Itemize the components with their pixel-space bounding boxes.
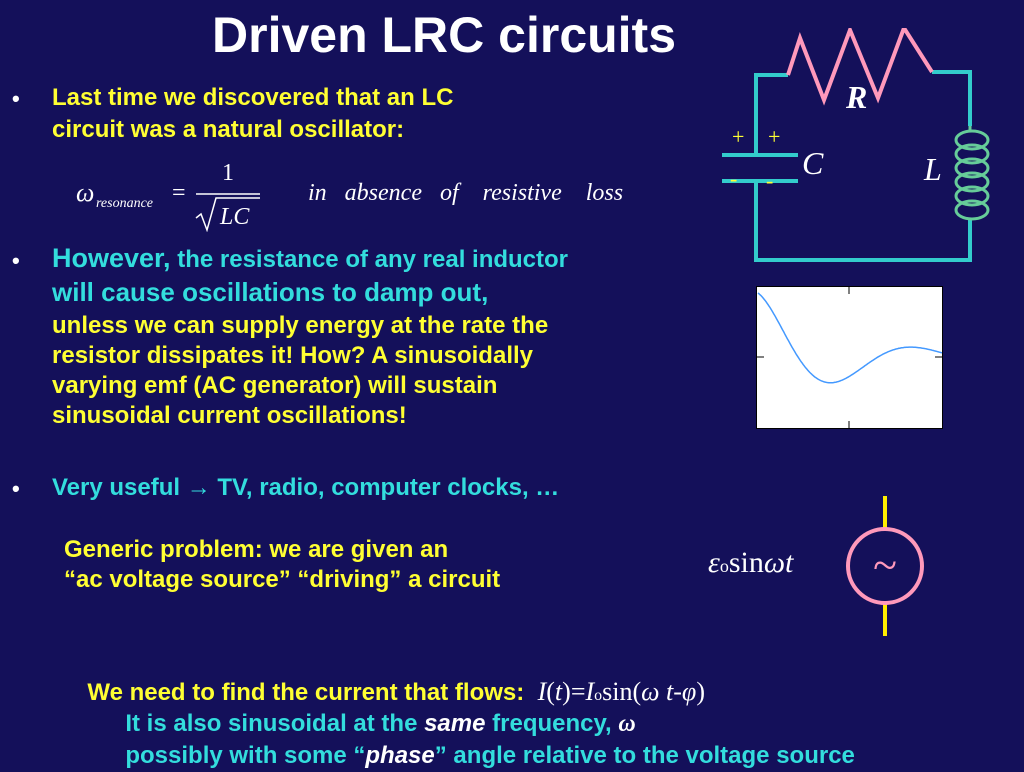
omega-t-omega: ω	[763, 546, 786, 579]
ac-source-icon: ~	[846, 496, 924, 636]
damped-oscillation-plot	[756, 286, 943, 429]
plus-sign-right: +	[768, 124, 780, 149]
current-lead-text: We need to find the current that flows:	[87, 679, 538, 706]
current-line-3: possibly with some “phase” angle relativ…	[125, 742, 855, 769]
bullet-1-line-2: circuit was a natural oscillator:	[52, 116, 405, 143]
omega-t-t: t	[785, 546, 794, 579]
same-word: same	[424, 710, 486, 737]
bullet-2-line-1: However, the resistance of any real indu…	[52, 242, 568, 276]
wire-bottom	[754, 181, 972, 262]
zigzag-resistor-icon	[786, 28, 934, 106]
source-circle	[846, 527, 924, 605]
resistor-label: R	[845, 79, 867, 115]
bullet-2-line-2: will cause oscillations to damp out,	[52, 277, 489, 307]
slide-title: Driven LRC circuits	[212, 7, 677, 63]
current-equation: I(t)=Iosin(ω t-φ)	[537, 677, 705, 706]
epsilon-symbol: ε	[708, 546, 720, 579]
plot-frame	[756, 286, 943, 429]
wire-right-top	[932, 70, 972, 126]
formula-condition: in absence of resistive loss	[308, 180, 624, 206]
fraction-radical	[195, 193, 260, 232]
bullet-2-line-1-rest: the resistance of any real inductor	[170, 246, 569, 273]
epsilon-subscript: o	[719, 556, 729, 576]
omega-subscript: resonance	[96, 196, 154, 211]
omega-symbol: ω	[76, 178, 95, 207]
minus-sign-left: -	[730, 166, 737, 191]
bullet-marker: •	[12, 86, 20, 111]
generic-problem-line-1: Generic problem: we are given an	[64, 536, 449, 563]
plot-ticks	[757, 287, 942, 428]
coil-inductor-icon	[954, 126, 990, 221]
bullet-2-line-4: resistor dissipates it! How? A sinusoida…	[52, 342, 533, 369]
phase-word: phase	[365, 742, 435, 769]
inductor-label: L	[923, 151, 942, 187]
wire-left-top	[754, 73, 788, 155]
capacitor-label: C	[802, 145, 824, 181]
generic-problem-line-2: “ac voltage source” “driving” a circuit	[64, 566, 501, 593]
bullet-3-text: Very useful → TV, radio, computer clocks…	[52, 474, 560, 501]
sin-text: sin	[728, 546, 764, 579]
bullet-marker: •	[12, 476, 20, 501]
bullet-2-line-5: varying emf (AC generator) will sustain	[52, 372, 498, 399]
fraction-denominator: LC	[220, 204, 250, 230]
source-emf-label: εosinωt	[708, 546, 793, 580]
bullet-1-line-1: Last time we discovered that an LC	[52, 84, 454, 111]
tilde-symbol: ~	[873, 541, 897, 590]
bullet-2-line-6: sinusoidal current oscillations!	[52, 402, 407, 429]
bullet-2-line-3: unless we can supply energy at the rate …	[52, 312, 549, 339]
plus-sign-left: +	[732, 124, 744, 149]
resonance-formula: ω resonance = 1 LC in absence of resisti…	[76, 160, 696, 236]
bullet-marker: •	[12, 248, 20, 273]
minus-sign-right: -	[766, 168, 773, 193]
fraction-numerator: 1	[222, 160, 234, 186]
current-line-1: We need to find the current that flows: …	[74, 644, 705, 712]
equals-sign: =	[172, 180, 186, 206]
omega-frequency: ω	[618, 711, 636, 737]
damped-curve	[757, 292, 943, 384]
current-line-2: It is also sinusoidal at the same freque…	[125, 710, 636, 737]
lrc-circuit-diagram: R C L + + - -	[722, 28, 990, 262]
however-word: However,	[52, 243, 171, 273]
